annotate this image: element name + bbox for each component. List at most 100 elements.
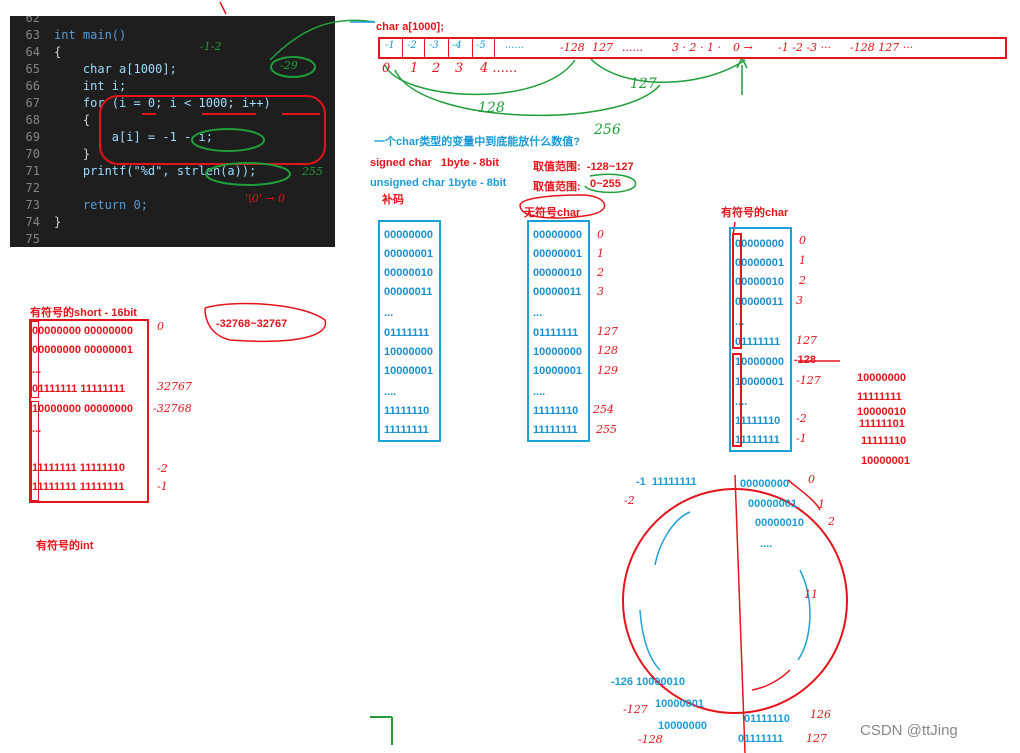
array-cell: 0 → [733,41,753,54]
unsigned-char-label: unsigned char 1byte - 8bit [370,177,507,189]
short-box: 00000000 00000000 00000000 00000001 ... … [29,319,149,503]
for-loop-highlight [99,95,326,165]
array-cell: 127 [592,41,613,54]
binary-row: 00000000 [384,229,433,241]
binary-row: 10000001 [735,376,784,388]
unsigned-note: 127 [597,325,618,338]
right-binary: 11111101 [859,418,905,430]
code-line: 72 [25,181,40,195]
unsigned-note: 254 [593,403,614,416]
binary-row: 10000000 [384,346,433,358]
unsigned-char-range-label: 取值范围: [533,181,581,193]
circle-label: 2 [828,515,835,528]
binary-row: 00000000 [533,229,582,241]
code-line: 67 for (i = 0; i < 1000; i++) [25,96,271,110]
short-row: 11111111 11111111 [32,481,125,493]
right-binary: 10000010 [857,406,906,418]
circle-label: 00000010 [755,517,804,529]
circle-label: 01111110 [744,713,790,725]
binary-row: 11111110 [533,405,579,417]
circle-label: 11 [804,588,818,601]
binary-row: ... [735,316,745,328]
binary-row: 00000011 [735,296,784,308]
code-line: 71 printf("%d", strlen(a)); [25,164,257,178]
short-title: 有符号的short - 16bit [30,307,137,319]
right-binary: 11111110 [861,435,907,447]
signed-note: 1 [799,254,806,267]
circle-label: 10000000 [658,720,707,732]
circle-label: 10000001 [655,698,704,710]
signed-note: 127 [796,334,817,347]
signed-char-range: 取值范围: -128~127 [533,161,634,173]
array-index: 1 [410,61,419,76]
circle-label: 01111111 [738,733,784,745]
binary-row: 00000010 [533,267,582,279]
unsigned-note: 255 [596,423,617,436]
note-127: 127 [630,76,657,92]
right-binary: 10000000 [857,372,906,384]
signed-note: -128 [794,354,817,366]
array-cell: -2 [407,40,417,51]
short-note: -32768 [153,402,192,415]
code-line: 68 { [25,113,91,127]
binary-row: ... [384,307,394,319]
right-binary: 11111111 [857,391,902,403]
binary-row: 00000011 [384,286,433,298]
code-line: 70 } [25,147,91,161]
binary-list-complement: 00000000 00000001 00000010 00000011 ... … [378,220,441,442]
array-cell: 3 · 2 · 1 · [672,41,721,54]
binary-row: 00000011 [533,286,582,298]
binary-row: 11111110 [735,415,781,427]
short-row: 11111111 11111110 [32,462,126,474]
signed-note: 3 [796,294,803,307]
short-row: 00000000 00000000 [32,325,133,337]
complement-label: 补码 [382,194,404,206]
binary-row: 01111111 [384,327,430,339]
circle-label: -126 10000010 [611,676,686,688]
binary-row: 01111111 [533,327,579,339]
code-line: 66 int i; [25,79,127,93]
code-annotations [99,56,326,186]
note-minus-twenty-nine: -29 [280,59,298,72]
array-index: 3 [455,61,464,76]
unsigned-char-range-value: 0~255 [590,178,621,190]
note-255: 255 [302,165,323,178]
circle-label: 126 [810,708,831,721]
binary-row: ... [533,307,543,319]
binary-row: 00000010 [735,276,784,288]
circle-label: 00000001 [748,498,797,510]
circle-label: -128 [638,733,663,746]
short-row: ... [32,364,42,376]
binary-row: 11111111 [735,434,780,446]
circle-label: 00000000 [740,478,789,490]
signed-char-label: signed char 1byte - 8bit [370,157,499,169]
right-binary: 10000001 [861,455,910,467]
short-row: 00000000 00000001 [32,344,133,356]
binary-list-signed: 00000000 00000001 00000010 00000011 ... … [729,227,792,452]
code-line: 64{ [25,45,62,59]
binary-row: 10000001 [533,365,582,377]
question-text: 一个char类型的变量中到底能放什么数值? [374,136,580,148]
binary-row: 11111110 [384,405,430,417]
short-note: 0 [157,320,164,333]
code-line: 62 [25,16,40,25]
circle-label: -2 [624,494,635,507]
code-line: 73 return 0; [25,198,148,212]
watermark: CSDN @ttJing [860,722,958,739]
note-128: 128 [478,100,505,116]
short-row: 10000000 00000000 [32,403,133,415]
code-line: 74} [25,215,62,229]
binary-row: .... [384,386,397,398]
short-note: -1 [157,480,168,493]
unsigned-note: 3 [597,285,604,298]
signed-char-title: 有符号的char [721,207,789,219]
unsigned-note: 0 [597,228,604,241]
binary-row: 11111111 [384,424,429,436]
signed-note: 0 [799,234,806,247]
note-256: 256 [594,122,621,138]
array-box [378,37,1007,59]
array-index: 0 [382,61,391,76]
binary-row: 00000010 [384,267,433,279]
array-cell: -1 [385,40,395,51]
